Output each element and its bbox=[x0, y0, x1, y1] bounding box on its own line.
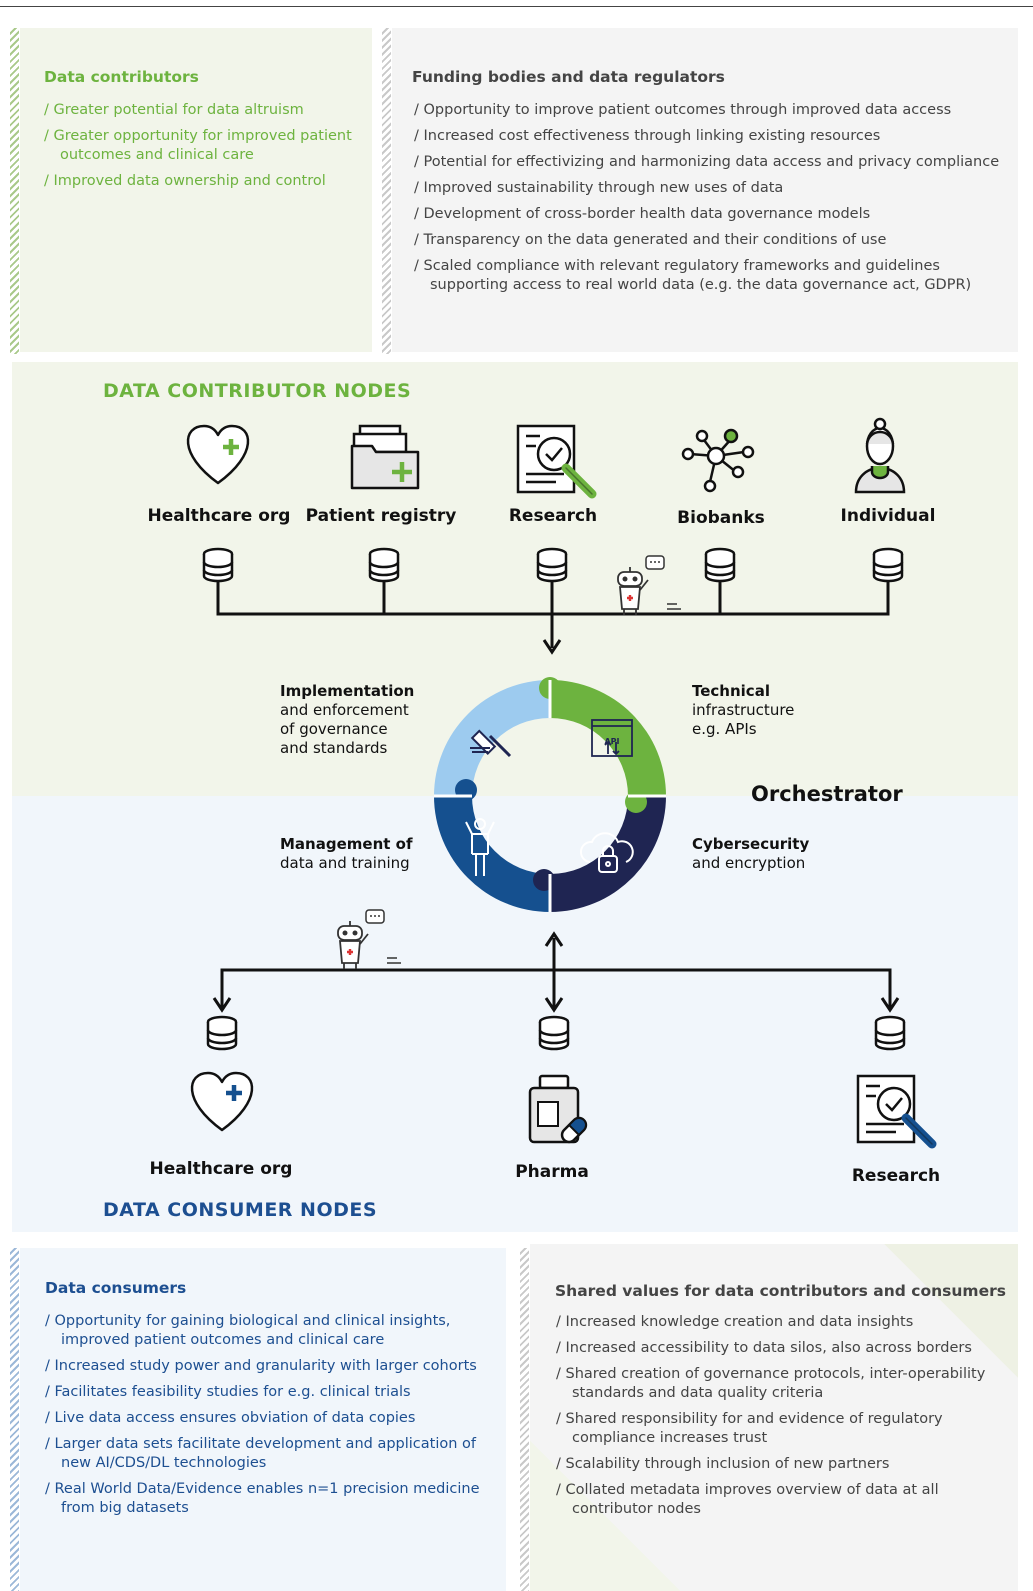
consumers-hatch bbox=[10, 1248, 19, 1591]
consumers-panel: Data consumers Opportunity for gaining b… bbox=[20, 1248, 506, 1591]
list-item: Transparency on the data generated and t… bbox=[414, 231, 1006, 250]
node-label-individual: Individual bbox=[840, 506, 936, 526]
list-item: Shared responsibility for and evidence o… bbox=[556, 1410, 996, 1448]
shared-hatch bbox=[520, 1248, 529, 1591]
list-item: Larger data sets facilitate development … bbox=[45, 1435, 485, 1473]
list-item: Shared creation of governance protocols,… bbox=[556, 1365, 996, 1403]
consumer-label-research: Research bbox=[851, 1166, 941, 1186]
list-item: Live data access ensures obviation of da… bbox=[45, 1409, 485, 1428]
node-label-patient-registry: Patient registry bbox=[305, 506, 457, 526]
contributors-panel: Data contributors Greater potential for … bbox=[20, 28, 372, 352]
api-label: API bbox=[604, 737, 619, 746]
technical-label: Technical infrastructure e.g. APIs bbox=[692, 682, 795, 738]
list-item: Greater potential for data altruism bbox=[44, 101, 364, 120]
folder-plus-icon bbox=[350, 424, 420, 490]
database-icon bbox=[536, 547, 568, 583]
contributor-nodes-heading: DATA CONTRIBUTOR NODES bbox=[103, 380, 412, 402]
list-item: Improved data ownership and control bbox=[44, 172, 364, 191]
document-magnifier-icon bbox=[518, 426, 592, 494]
robot-icon bbox=[616, 554, 683, 617]
list-item: Increased cost effectiveness through lin… bbox=[414, 127, 1006, 146]
orchestrator-label: Orchestrator bbox=[751, 782, 903, 806]
consumer-connectors bbox=[212, 931, 900, 1013]
funding-title: Funding bodies and data regulators bbox=[412, 68, 725, 86]
consumer-nodes-heading: DATA CONSUMER NODES bbox=[103, 1199, 378, 1221]
list-item: Opportunity for gaining biological and c… bbox=[45, 1312, 485, 1350]
list-item: Potential for effectivizing and harmoniz… bbox=[414, 153, 1006, 172]
consumer-label-pharma: Pharma bbox=[515, 1162, 589, 1182]
funding-hatch bbox=[382, 28, 391, 354]
gavel-icon bbox=[470, 729, 512, 758]
cybersecurity-label: Cybersecurity and encryption bbox=[692, 835, 810, 872]
person-icon bbox=[854, 417, 906, 494]
list-item: Opportunity to improve patient outcomes … bbox=[414, 101, 1006, 120]
list-item: Increased study power and granularity wi… bbox=[45, 1357, 485, 1376]
node-label-healthcare-org: Healthcare org bbox=[147, 506, 291, 526]
trainer-icon bbox=[465, 818, 495, 876]
database-icon bbox=[206, 1015, 238, 1051]
list-item: Facilitates feasibility studies for e.g.… bbox=[45, 1383, 485, 1402]
management-label: Management of data and training bbox=[280, 835, 413, 872]
document-magnifier-icon bbox=[858, 1076, 932, 1144]
funding-list: Opportunity to improve patient outcomes … bbox=[414, 101, 1006, 302]
node-label-research: Research bbox=[508, 506, 598, 526]
list-item: Real World Data/Evidence enables n=1 pre… bbox=[45, 1480, 485, 1518]
contributors-hatch bbox=[10, 28, 19, 354]
database-icon bbox=[704, 547, 736, 583]
shared-title: Shared values for data contributors and … bbox=[555, 1282, 1006, 1300]
consumers-list: Opportunity for gaining biological and c… bbox=[45, 1312, 485, 1525]
orchestrator-ring: API bbox=[434, 677, 666, 912]
heart-plus-icon bbox=[190, 1071, 254, 1132]
contributor-connectors bbox=[216, 580, 890, 655]
database-icon bbox=[368, 547, 400, 583]
list-item: Scaled compliance with relevant regulato… bbox=[414, 257, 1006, 295]
top-rule bbox=[0, 6, 1033, 7]
shared-panel: Shared values for data contributors and … bbox=[530, 1244, 1018, 1591]
database-icon bbox=[202, 547, 234, 583]
implementation-label: Implementation and enforcement of govern… bbox=[280, 682, 415, 757]
list-item: Increased accessibility to data silos, a… bbox=[556, 1339, 996, 1358]
api-icon bbox=[591, 719, 633, 757]
robot-icon bbox=[336, 908, 403, 971]
heart-plus-icon bbox=[186, 424, 250, 485]
pill-bottle-icon bbox=[528, 1074, 588, 1144]
list-item: Improved sustainability through new uses… bbox=[414, 179, 1006, 198]
shared-list: Increased knowledge creation and data in… bbox=[556, 1313, 996, 1526]
list-item: Increased knowledge creation and data in… bbox=[556, 1313, 996, 1332]
list-item: Collated metadata improves overview of d… bbox=[556, 1481, 996, 1519]
consumer-label-healthcare-org: Healthcare org bbox=[149, 1159, 293, 1179]
node-label-biobanks: Biobanks bbox=[677, 508, 765, 528]
database-icon bbox=[872, 547, 904, 583]
funding-panel: Funding bodies and data regulators Oppor… bbox=[392, 28, 1018, 352]
contributors-list: Greater potential for data altruism Grea… bbox=[44, 101, 364, 198]
list-item: Scalability through inclusion of new par… bbox=[556, 1455, 996, 1474]
database-icon bbox=[538, 1015, 570, 1051]
cloud-lock-icon bbox=[580, 832, 634, 873]
database-icon bbox=[874, 1015, 906, 1051]
list-item: Greater opportunity for improved patient… bbox=[44, 127, 364, 165]
molecule-icon bbox=[681, 428, 755, 493]
list-item: Development of cross-border health data … bbox=[414, 205, 1006, 224]
contributors-title: Data contributors bbox=[44, 68, 199, 86]
consumers-title: Data consumers bbox=[45, 1279, 187, 1297]
